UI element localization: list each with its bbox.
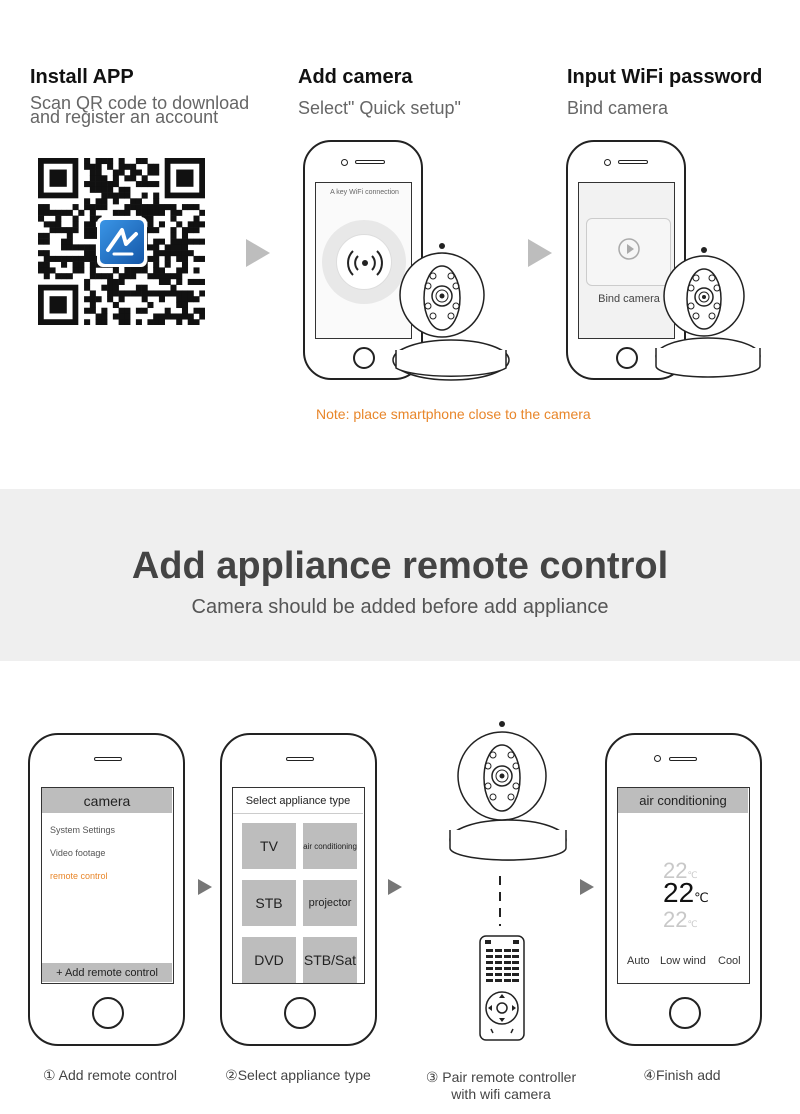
appliance-air-conditioning-button[interactable]: air conditioning (303, 823, 357, 869)
mode-cool-button[interactable]: Cool (718, 955, 741, 967)
temperature-prev: 22℃ (663, 858, 698, 884)
phone-finish-add: air conditioning 22℃ 22℃ 22℃ Auto Low wi… (605, 733, 762, 1046)
screen-header: air conditioning (618, 788, 748, 813)
qr-code-graphic (38, 158, 206, 326)
caption-step2: ②Select appliance type (225, 1067, 371, 1083)
step3-subtitle: Bind camera (567, 98, 669, 118)
step3-title: Input WiFi password (567, 66, 763, 88)
menu-item-remote-control[interactable]: remote control (50, 871, 108, 881)
arrow-right-icon (198, 879, 212, 895)
play-icon (618, 238, 640, 260)
temperature-current: 22℃ (663, 877, 709, 909)
add-remote-control-button[interactable]: + Add remote control (42, 963, 172, 982)
menu-item-system-settings[interactable]: System Settings (50, 825, 116, 835)
step2-subtitle: Select" Quick setup" (298, 98, 461, 118)
temperature-unit: ℃ (687, 919, 698, 929)
ip-camera-icon (449, 721, 567, 861)
qr-code (38, 158, 206, 326)
bind-camera-label: Bind camera (598, 293, 660, 305)
section-banner: Add appliance remote control Camera shou… (0, 489, 800, 661)
appliance-tv-button[interactable]: TV (242, 823, 296, 869)
speaker-grille (669, 757, 697, 761)
step1-title: Install APP (30, 66, 134, 88)
temperature-next-value: 22 (663, 907, 688, 932)
wifi-button[interactable] (336, 234, 392, 290)
arrow-right-icon (246, 239, 270, 267)
app-logo-frame (97, 217, 147, 267)
menu-item-video-footage[interactable]: Video footage (50, 848, 106, 858)
app-logo-mark (106, 228, 138, 256)
home-button (284, 997, 316, 1029)
phone3-screen: Bind camera (578, 182, 675, 339)
ip-camera-icon (655, 247, 761, 378)
home-button (353, 347, 375, 369)
home-button (669, 997, 701, 1029)
temperature-next: 22℃ (663, 907, 698, 933)
mode-low-wind-button[interactable]: Low wind (660, 955, 706, 967)
bind-camera-card[interactable] (586, 218, 671, 286)
step1-subtitle-line1: Scan QR code to download (30, 93, 250, 113)
caption-step1: ① Add remote control (43, 1067, 177, 1083)
appliance-dvd-button[interactable]: DVD (242, 937, 296, 983)
temperature-prev-value: 22 (663, 858, 688, 883)
arrow-right-icon (580, 879, 594, 895)
home-button (616, 347, 638, 369)
ip-camera-icon (392, 243, 510, 381)
temperature-current-value: 22 (663, 877, 695, 908)
phone-add-remote: camera System Settings Video footage rem… (28, 733, 185, 1046)
arrow-right-icon (388, 879, 402, 895)
caption-step3-line1: ③ Pair remote controller (425, 1069, 577, 1085)
phone-s1-screen: camera System Settings Video footage rem… (41, 787, 174, 984)
step2-title: Add camera (298, 66, 413, 88)
caption-step4: ④Finish add (643, 1067, 721, 1083)
temperature-unit: ℃ (687, 870, 698, 880)
pairing-signal-line (499, 876, 501, 926)
speaker-grille (94, 757, 122, 761)
wifi-connection-label: A key WiFi connection (330, 189, 399, 196)
arrow-right-icon (528, 239, 552, 267)
speaker-grille (286, 757, 314, 761)
placement-note: Note: place smartphone close to the came… (316, 406, 591, 422)
banner-title: Add appliance remote control (131, 545, 669, 587)
app-logo-icon (100, 220, 144, 264)
phone-s4-screen: air conditioning 22℃ 22℃ 22℃ Auto Low wi… (617, 787, 750, 984)
appliance-stb-sat-button[interactable]: STB/Sat (303, 937, 357, 983)
speaker-grille (355, 160, 385, 164)
speaker-grille (618, 160, 648, 164)
front-camera-icon (604, 159, 611, 166)
front-camera-icon (654, 755, 661, 762)
phone-add-camera: A key WiFi connection (303, 140, 423, 380)
caption-step3-line2: with wifi camera (451, 1086, 551, 1102)
step1-subtitle-line2: and register an account (30, 107, 219, 127)
remote-controller-icon (479, 935, 525, 1041)
phone-select-appliance: Select appliance type TV air conditionin… (220, 733, 377, 1046)
temperature-unit: ℃ (694, 890, 709, 905)
wifi-signal-icon (347, 250, 383, 276)
appliance-projector-button[interactable]: projector (303, 880, 357, 926)
screen-header: Select appliance type (233, 788, 363, 814)
mode-auto-button[interactable]: Auto (627, 955, 650, 967)
phone-bind-camera: Bind camera (566, 140, 686, 380)
phone-s2-screen: Select appliance type TV air conditionin… (232, 787, 365, 984)
appliance-stb-button[interactable]: STB (242, 880, 296, 926)
screen-header: camera (42, 788, 172, 813)
home-button (92, 997, 124, 1029)
banner-subtitle: Camera should be added before add applia… (191, 596, 609, 618)
front-camera-icon (341, 159, 348, 166)
phone2-screen: A key WiFi connection (315, 182, 412, 339)
